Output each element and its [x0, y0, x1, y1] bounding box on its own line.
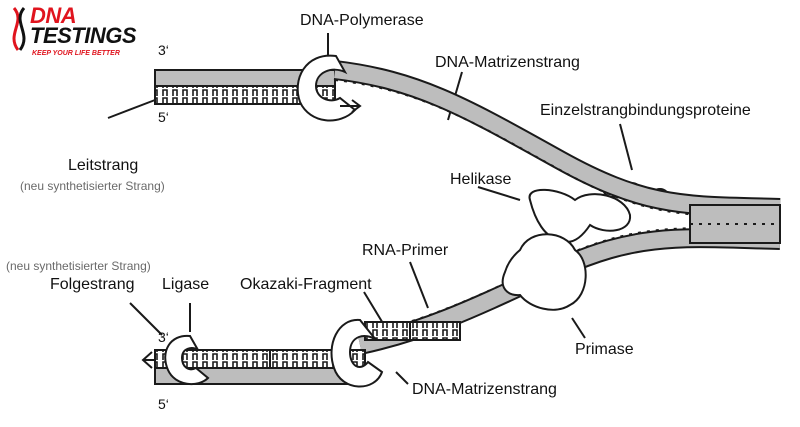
label-helicase: Helikase: [450, 171, 512, 188]
dna-polymerase-shape: [296, 54, 362, 122]
logo-line1: DNA: [30, 3, 77, 28]
label-okazaki-fragment: Okazaki-Fragment: [240, 276, 372, 293]
label-lagging-strand-note: (neu synthetisierter Strang): [6, 259, 151, 273]
label-template-strand-top: DNA-Matrizenstrang: [435, 54, 580, 71]
top-5prime-marker: 5‘: [158, 109, 169, 125]
primase-shape: [501, 233, 587, 311]
label-leading-strand-note: (neu synthetisierter Strang): [20, 179, 165, 193]
bottom-3prime-marker: 3‘: [158, 329, 169, 345]
brand-logo: DNA TESTINGS KEEP YOUR LIFE BETTER: [4, 3, 164, 61]
ligase-shape: [164, 334, 210, 386]
bottom-5prime-marker: 5‘: [158, 396, 169, 412]
dna-helix-logo-icon: [12, 7, 26, 51]
label-leading-strand: Leitstrang: [68, 157, 139, 174]
leading-strand-duplex: [154, 69, 336, 105]
label-primase: Primase: [575, 341, 634, 358]
top-3prime-marker: 3‘: [158, 42, 169, 58]
logo-line2: TESTINGS: [30, 23, 137, 48]
label-ligase: Ligase: [162, 276, 210, 293]
lagging-strand-duplex: [154, 321, 461, 385]
label-rna-primer: RNA-Primer: [362, 242, 449, 259]
logo-tagline: KEEP YOUR LIFE BETTER: [32, 50, 120, 57]
lower-polymerase-shape: [330, 318, 384, 388]
label-template-strand-bottom: DNA-Matrizenstrang: [412, 381, 557, 398]
label-dna-polymerase: DNA-Polymerase: [300, 12, 424, 29]
pointer-lines: [107, 33, 633, 385]
label-ssb-proteins: Einzelstrangbindungsproteine: [540, 102, 751, 119]
label-lagging-strand: Folgestrang: [50, 276, 135, 293]
